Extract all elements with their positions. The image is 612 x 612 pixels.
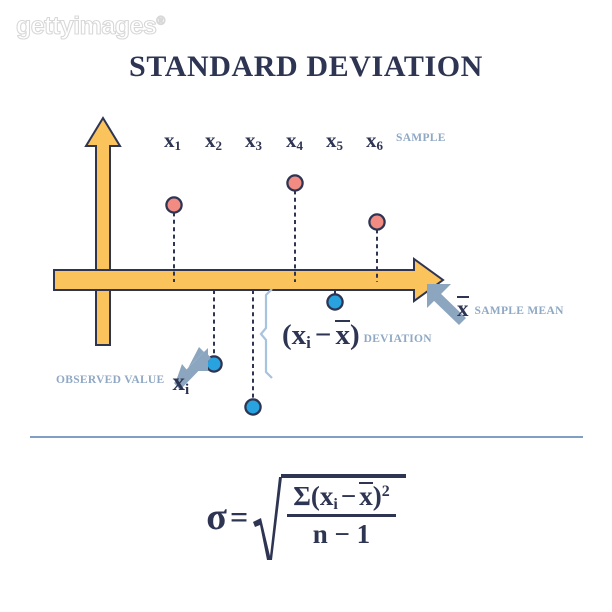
axis-label-x3: x3 bbox=[245, 128, 262, 153]
fraction-bar bbox=[287, 514, 396, 518]
data-point-x1[interactable] bbox=[165, 196, 183, 214]
radical-body: Σ(xi−x)2 n − 1 bbox=[281, 474, 406, 560]
observed-value-label: OBSERVED VALUE bbox=[56, 374, 165, 386]
deviation-open-paren: ( bbox=[282, 319, 292, 351]
observed-x-symbol: x bbox=[172, 369, 186, 396]
observed-value-expression: xi bbox=[172, 369, 190, 398]
watermark-registered-mark: ® bbox=[156, 13, 166, 28]
axis-label-x1: x1 bbox=[164, 128, 181, 153]
radical-sign-icon bbox=[252, 474, 283, 560]
fraction: Σ(xi−x)2 n − 1 bbox=[287, 481, 396, 550]
standard-deviation-formula: σ = Σ(xi−x)2 n − 1 bbox=[0, 474, 612, 560]
sample-mean-symbol: x bbox=[457, 296, 469, 320]
deviation-close-paren: ) bbox=[349, 319, 360, 351]
summation-symbol: Σ bbox=[293, 481, 311, 511]
numerator-exponent: 2 bbox=[381, 483, 390, 500]
sample-mean-x: x bbox=[457, 296, 469, 321]
deviation-bracket bbox=[259, 288, 273, 379]
square-root: Σ(xi−x)2 n − 1 bbox=[252, 474, 406, 560]
page-title: STANDARD DEVIATION bbox=[129, 50, 483, 83]
numerator-minus-sign: − bbox=[340, 481, 357, 511]
deviation-subscript: i bbox=[306, 333, 311, 352]
data-point-x3[interactable] bbox=[244, 398, 262, 416]
data-point-x5[interactable] bbox=[326, 293, 344, 311]
getty-watermark: gettyimages® bbox=[15, 11, 166, 41]
sample-mean-annotation: x SAMPLE MEAN bbox=[457, 296, 564, 320]
axis-label-x2: x2 bbox=[205, 128, 222, 153]
axis-label-x4: x4 bbox=[286, 128, 303, 153]
fraction-numerator: Σ(xi−x)2 bbox=[287, 481, 396, 514]
numerator-subscript: i bbox=[333, 496, 338, 513]
numerator-x-symbol: x bbox=[319, 481, 334, 511]
data-point-x4[interactable] bbox=[286, 174, 304, 192]
sample-label: SAMPLE bbox=[396, 132, 446, 144]
fraction-denominator: n − 1 bbox=[312, 519, 371, 550]
equals-sign: = bbox=[229, 499, 249, 535]
deviation-mean-symbol: x bbox=[335, 319, 350, 351]
deviation-expression: (xi−x) bbox=[282, 319, 360, 352]
sigma-symbol: σ bbox=[206, 496, 227, 538]
watermark-text: gettyimages bbox=[15, 11, 157, 40]
numerator-close-paren: ) bbox=[372, 481, 382, 511]
axis-label-x5: x5 bbox=[326, 128, 343, 153]
numerator-open-paren: ( bbox=[310, 481, 320, 511]
sample-mean-label: SAMPLE MEAN bbox=[474, 305, 564, 317]
numerator-mean-symbol: x bbox=[359, 481, 373, 511]
deviation-x-symbol: x bbox=[291, 319, 307, 351]
vertical-axis-arrow bbox=[84, 116, 122, 346]
data-point-x6[interactable] bbox=[368, 213, 386, 231]
sample-mean-callout-arrow bbox=[427, 284, 466, 325]
deviation-minus-sign: − bbox=[314, 319, 332, 351]
horizontal-axis-arrow bbox=[53, 257, 445, 303]
observed-value-callout-arrow bbox=[174, 347, 211, 390]
data-points bbox=[165, 174, 386, 416]
axis-label-x6: x6 bbox=[366, 128, 383, 153]
observed-subscript: i bbox=[185, 382, 190, 398]
point-stems bbox=[173, 183, 378, 405]
observed-value-annotation: OBSERVED VALUE xi bbox=[56, 362, 189, 398]
deviation-annotation: (xi−x) DEVIATION bbox=[282, 319, 432, 352]
deviation-label: DEVIATION bbox=[363, 333, 432, 345]
